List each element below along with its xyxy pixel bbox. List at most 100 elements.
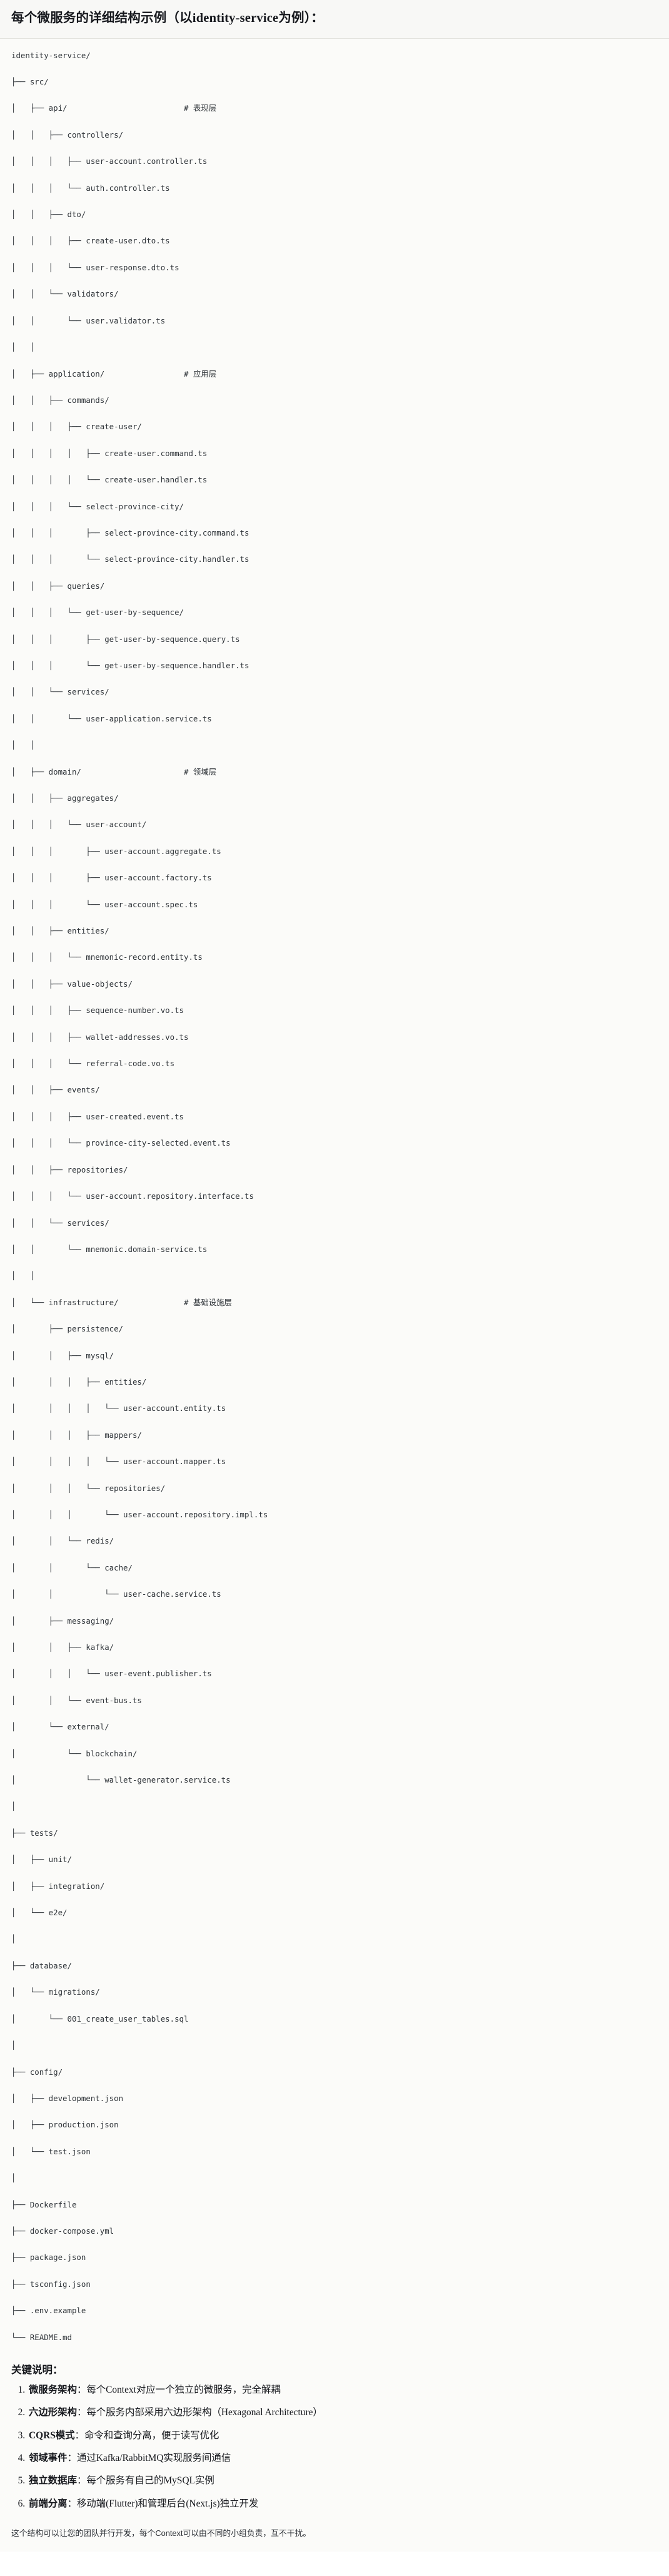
tree-line: │ │ │ ├── wallet-addresses.vo.ts — [11, 1032, 189, 1042]
key-point-description: 通过Kafka/RabbitMQ实现服务间通信 — [76, 2452, 231, 2463]
tree-line: │ │ │ ├── user-account.factory.ts — [11, 873, 212, 883]
tree-line: │ │ │ └── user-event.publisher.ts — [11, 1669, 212, 1679]
tree-line: │ │ │ └── referral-code.vo.ts — [11, 1059, 175, 1069]
key-points-section: 关键说明： 微服务架构：每个Context对应一个独立的微服务，完全解耦六边形架… — [0, 2352, 669, 2526]
tree-line: │ │ ├── controllers/ — [11, 130, 124, 140]
tree-line: │ └── test.json — [11, 2146, 91, 2156]
tree-line: │ │ ├── events/ — [11, 1085, 100, 1095]
tree-line: │ │ │ ├── user-account.controller.ts — [11, 156, 208, 166]
tree-line: ├── package.json — [11, 2253, 86, 2263]
tree-line: │ │ │ └── get-user-by-sequence.handler.t… — [11, 660, 249, 670]
tree-line: │ │ — [11, 1271, 35, 1281]
key-point-term: 前端分离 — [29, 2498, 68, 2509]
tree-line: │ └── infrastructure/ # 基础设施层 — [11, 1296, 658, 1309]
tree-line: │ └── migrations/ — [11, 1987, 100, 1997]
key-points-title: 关键说明： — [11, 2363, 63, 2376]
tree-line: └── README.md — [11, 2332, 72, 2342]
tree-line: │ │ │ └── user-account/ — [11, 820, 147, 830]
key-point-term: 独立数据库 — [29, 2475, 77, 2487]
tree-line: │ │ └── cache/ — [11, 1562, 133, 1572]
tree-line-path: │ ├── domain/ — [11, 766, 184, 776]
tree-line: │ — [11, 1934, 16, 1944]
key-point-separator: ： — [74, 2430, 84, 2441]
tree-line: ├── .env.example — [11, 2306, 86, 2316]
key-point-item: 前端分离：移动端(Flutter)和管理后台(Next.js)独立开发 — [28, 2497, 658, 2512]
key-point-separator: ： — [76, 2475, 87, 2487]
key-point-separator: ： — [67, 2498, 77, 2509]
tree-line: │ │ │ │ └── create-user.handler.ts — [11, 475, 208, 485]
key-point-term: 微服务架构 — [29, 2384, 77, 2395]
key-point-description: 每个服务有自己的MySQL实例 — [86, 2475, 214, 2487]
key-point-description: 移动端(Flutter)和管理后台(Next.js)独立开发 — [76, 2498, 259, 2509]
key-point-description: 每个Context对应一个独立的微服务，完全解耦 — [86, 2384, 281, 2395]
page-title: 每个微服务的详细结构示例（以identity-service为例）： — [11, 11, 324, 25]
tree-line: │ │ ├── queries/ — [11, 581, 105, 591]
tree-line-comment: # 应用层 — [184, 369, 217, 379]
key-point-item: 微服务架构：每个Context对应一个独立的微服务，完全解耦 — [28, 2383, 658, 2398]
tree-line: │ │ └── mnemonic.domain-service.ts — [11, 1244, 208, 1254]
tree-line: │ └── wallet-generator.service.ts — [11, 1775, 231, 1785]
directory-tree-block: identity-service/ ├── src/ │ ├── api/ # … — [0, 38, 669, 2353]
key-point-item: 六边形架构：每个服务内部采用六边形架构（Hexagonal Architectu… — [28, 2405, 658, 2420]
tree-line: │ │ │ └── user-account.repository.impl.t… — [11, 1509, 268, 1519]
tree-line: │ │ ├── value-objects/ — [11, 979, 133, 989]
tree-line: │ │ │ └── user-account.spec.ts — [11, 899, 198, 909]
tree-line-path: │ ├── application/ — [11, 369, 184, 379]
tree-line: │ ├── api/ # 表现层 — [11, 101, 658, 115]
tree-line: │ │ ├── entities/ — [11, 926, 109, 936]
tree-line: │ │ │ ├── user-account.aggregate.ts — [11, 846, 221, 856]
tree-line: │ ├── unit/ — [11, 1855, 72, 1865]
tree-line-path: │ └── infrastructure/ — [11, 1297, 184, 1307]
directory-tree: identity-service/ ├── src/ │ ├── api/ # … — [11, 49, 658, 2344]
tree-line: ├── docker-compose.yml — [11, 2226, 114, 2236]
tree-line: │ │ ├── aggregates/ — [11, 793, 119, 803]
tree-line: │ ├── messaging/ — [11, 1616, 114, 1626]
tree-line: │ │ ├── commands/ — [11, 395, 109, 405]
tree-line: │ ├── persistence/ — [11, 1324, 124, 1334]
tree-line: │ │ │ ├── select-province-city.command.t… — [11, 527, 249, 537]
tree-line: ├── database/ — [11, 1960, 72, 1970]
tree-line: │ │ │ ├── mappers/ — [11, 1430, 142, 1440]
key-point-term: 六边形架构 — [29, 2407, 77, 2418]
tree-line: ├── config/ — [11, 2067, 63, 2077]
key-point-separator: ： — [76, 2407, 87, 2418]
tree-line-path: │ ├── api/ — [11, 103, 184, 113]
tree-line: │ │ │ ├── sequence-number.vo.ts — [11, 1005, 184, 1016]
tree-line: │ │ ├── repositories/ — [11, 1164, 128, 1174]
tree-line: │ ├── development.json — [11, 2093, 124, 2103]
tree-line: │ └── external/ — [11, 1722, 109, 1732]
tree-line: │ │ — [11, 342, 35, 352]
tree-line: ├── Dockerfile — [11, 2199, 77, 2209]
tree-line: │ │ │ ├── create-user/ — [11, 422, 142, 432]
tree-line: │ ├── integration/ — [11, 1881, 105, 1891]
tree-line: ├── tsconfig.json — [11, 2279, 91, 2289]
tree-line: │ │ │ └── province-city-selected.event.t… — [11, 1138, 231, 1148]
tree-line: │ └── 001_create_user_tables.sql — [11, 2013, 189, 2024]
tree-line: │ │ │ ├── create-user.dto.ts — [11, 236, 170, 246]
key-point-item: 独立数据库：每个服务有自己的MySQL实例 — [28, 2473, 658, 2488]
tree-line: │ └── e2e/ — [11, 1908, 68, 1918]
key-points-list: 微服务架构：每个Context对应一个独立的微服务，完全解耦六边形架构：每个服务… — [11, 2383, 658, 2512]
key-point-description: 命令和查询分离，便于读写优化 — [84, 2430, 219, 2441]
tree-line: │ └── blockchain/ — [11, 1748, 138, 1758]
tree-line-comment: # 表现层 — [184, 103, 217, 113]
key-point-separator: ： — [67, 2452, 77, 2463]
tree-line: │ │ └── user.validator.ts — [11, 315, 166, 325]
document-header: 每个微服务的详细结构示例（以identity-service为例）： — [0, 0, 669, 39]
tree-line: │ │ │ └── get-user-by-sequence/ — [11, 608, 184, 618]
tree-line: │ │ └── event-bus.ts — [11, 1695, 142, 1705]
tree-line: │ │ │ └── mnemonic-record.entity.ts — [11, 952, 203, 962]
key-point-term: 领域事件 — [29, 2452, 68, 2463]
key-point-item: CQRS模式：命令和查询分离，便于读写优化 — [28, 2428, 658, 2443]
tree-line-comment: # 领域层 — [184, 766, 217, 776]
tree-line: │ │ └── user-cache.service.ts — [11, 1589, 221, 1599]
tree-line: │ │ — [11, 740, 35, 750]
tree-line: │ │ │ └── repositories/ — [11, 1483, 166, 1493]
tree-line: identity-service/ — [11, 50, 91, 60]
tree-line: │ │ │ └── user-account.repository.interf… — [11, 1191, 254, 1201]
tree-line: │ │ └── validators/ — [11, 289, 119, 299]
tree-line: │ │ │ │ ├── create-user.command.ts — [11, 448, 208, 458]
tree-line: │ — [11, 2040, 16, 2050]
tree-line: │ │ │ ├── entities/ — [11, 1377, 147, 1387]
tree-line: │ │ │ │ └── user-account.entity.ts — [11, 1403, 226, 1413]
